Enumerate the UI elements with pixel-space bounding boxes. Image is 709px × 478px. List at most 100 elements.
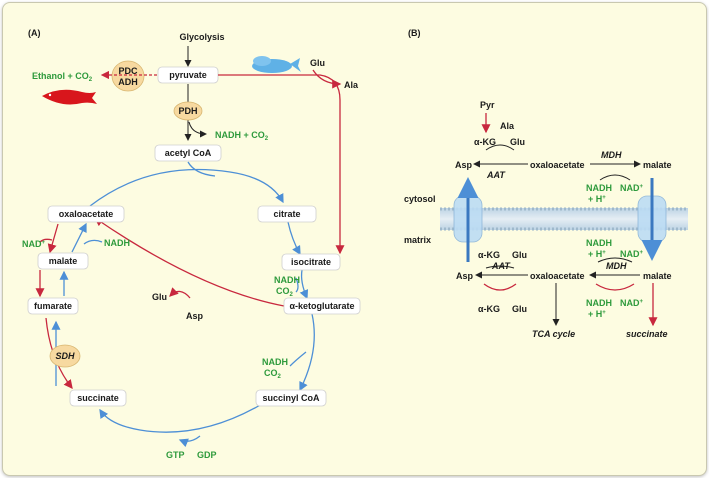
matrix-label: matrix (404, 235, 431, 245)
oaa-label: oxaloacetate (59, 209, 114, 219)
nadh-co2-label: NADH + CO2 (215, 130, 269, 142)
aat1-label: AAT (486, 170, 506, 180)
pdh-enzyme (173, 101, 203, 121)
h2-label: + H+ (588, 249, 606, 259)
isocitrate-label: isocitrate (291, 257, 331, 267)
glu2-label: Glu (512, 250, 527, 260)
glu-ala-arrow (312, 69, 342, 89)
b-succinate-label: succinate (626, 329, 668, 339)
akg2-label: α-KG (478, 250, 500, 260)
akg-succcoa-arrow (299, 313, 315, 392)
gtp-label: GTP (166, 450, 185, 460)
malate-oaa-blue (71, 222, 87, 253)
oaa-box (47, 205, 125, 223)
panel-b-label: (B) (408, 28, 421, 38)
isocitrate-akg-arrow (299, 269, 309, 300)
pdc-adh-enzyme (111, 60, 145, 92)
malate-label: malate (49, 256, 78, 266)
gtp-gdp-arrow (178, 435, 201, 448)
akg-glu-red-arc (483, 283, 517, 291)
mdh2-arc (597, 257, 633, 263)
glu1-label: Glu (510, 137, 525, 147)
succcoa-succinate-arrow (99, 403, 263, 433)
sdh-label: SDH (55, 351, 75, 361)
succinate-box (69, 389, 127, 407)
akg-oaa-red (93, 217, 285, 307)
citrate-isocitrate-arrow (287, 221, 301, 256)
succinyl-coa-box (255, 389, 327, 407)
citrate-box (257, 205, 317, 223)
glu-top-label: Glu (310, 58, 325, 68)
h1-label: + H+ (588, 194, 606, 204)
mdh1-label: MDH (601, 150, 622, 160)
adh-label: ADH (118, 77, 138, 87)
nad-plus-label: NAD+ (22, 239, 46, 249)
asp-label: Asp (186, 311, 204, 321)
nad3-label: NAD+ (620, 298, 644, 308)
glu3-label: Glu (512, 304, 527, 314)
akg-glu-arc1 (485, 144, 515, 151)
akg-label: α-ketoglutarate (289, 301, 354, 311)
malate-nadh-arrow (83, 239, 103, 245)
nadh-iso-label: NADH (274, 275, 300, 285)
pdc-label: PDC (118, 66, 138, 76)
nadh-left-label: NADH (104, 238, 130, 248)
nad-red-arrow (39, 238, 53, 243)
asp1-label: Asp (455, 160, 473, 170)
succinate-label: succinate (77, 393, 119, 403)
malate2-label: malate (643, 271, 672, 281)
mdh1-arc (599, 174, 631, 181)
iso-nadh-arrow (295, 277, 299, 293)
acetyl-join-arrow (187, 161, 216, 177)
pyruvate-isocitrate-arrow (218, 74, 345, 255)
ethanol-label: Ethanol + CO2 (32, 71, 93, 83)
oaa-malate-red (47, 223, 59, 254)
nadh-co2-arrow (188, 121, 207, 138)
b-ala-label: Ala (500, 121, 515, 131)
mdh2-label: MDH (606, 261, 627, 271)
fish-icon (42, 89, 97, 105)
citrate-label: citrate (273, 209, 300, 219)
co2-akg-label: CO2 (264, 368, 282, 380)
sdh-enzyme (49, 344, 81, 368)
akg-nadh-arrow (289, 351, 307, 367)
asp2-label: Asp (456, 271, 474, 281)
acetyl-coa-label: acetyl CoA (165, 148, 212, 158)
mdh-red-arc (595, 283, 635, 291)
succinyl-coa-label: succinyl CoA (262, 393, 320, 403)
cytosol-label: cytosol (404, 194, 436, 204)
nad2-label: NAD+ (620, 249, 644, 259)
glycolysis-label: Glycolysis (179, 32, 224, 42)
nadh-akg-label: NADH (262, 357, 288, 367)
asp-glu-red (169, 287, 191, 299)
gdp-label: GDP (197, 450, 217, 460)
nadh3-label: NADH (586, 298, 612, 308)
nadh1-label: NADH (586, 183, 612, 193)
akg-glu-arc2 (485, 265, 515, 269)
akg1-label: α-KG (474, 137, 496, 147)
co2-iso-label: CO2 (276, 286, 294, 298)
oaa1-label: oxaloacetate (530, 160, 585, 170)
h3-label: + H+ (588, 309, 606, 319)
panel-a-label: (A) (28, 28, 41, 38)
fumarate-box (27, 297, 79, 315)
pdh-label: PDH (178, 106, 197, 116)
oaa-citrate-arrow (89, 168, 284, 207)
akg3-label: α-KG (478, 304, 500, 314)
ala-label: Ala (344, 80, 359, 90)
nad1-label: NAD+ (620, 183, 644, 193)
acetyl-coa-box (154, 144, 222, 162)
malate1-label: malate (643, 160, 672, 170)
malate-box (37, 252, 89, 270)
fumarate-label: fumarate (34, 301, 72, 311)
isocitrate-box (281, 253, 341, 271)
glu-mid-label: Glu (152, 292, 167, 302)
tca-label: TCA cycle (532, 329, 575, 339)
nadh2-label: NADH (586, 238, 612, 248)
pyr-label: Pyr (480, 100, 495, 110)
oaa2-label: oxaloacetate (530, 271, 585, 281)
akg-box (283, 297, 361, 315)
pyruvate-label: pyruvate (169, 70, 207, 80)
